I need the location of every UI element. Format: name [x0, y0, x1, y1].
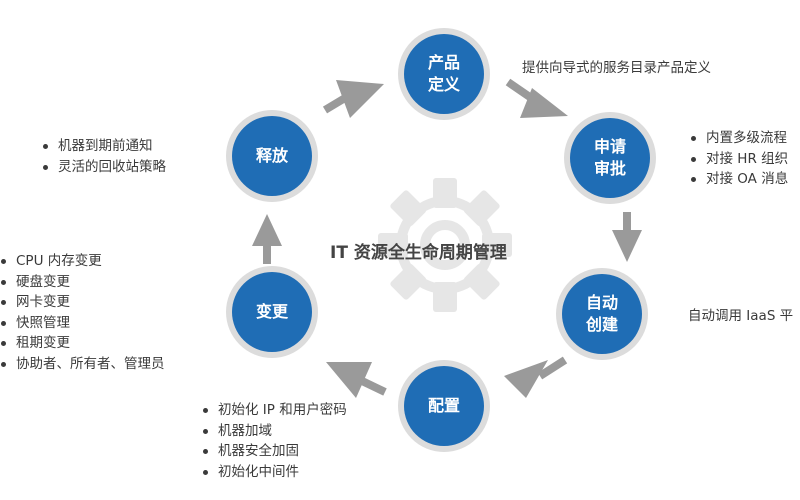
list-item: 对接 OA 消息: [688, 169, 788, 190]
flow-arrows: [252, 78, 642, 398]
list-item: 灵活的回收站策略: [40, 157, 166, 178]
list-item: 租期变更: [0, 333, 165, 354]
note-apply-approve: 内置多级流程 对接 HR 组织 对接 OA 消息: [688, 128, 788, 190]
list-item: 快照管理: [0, 313, 165, 334]
note-product-define: 提供向导式的服务目录产品定义: [522, 60, 711, 76]
list-item: 内置多级流程: [688, 128, 788, 149]
node-auto-create-label: 自动 创建: [562, 274, 642, 354]
node-configure: 配置: [398, 360, 490, 452]
note-auto-create: 自动调用 IaaS 平: [688, 308, 794, 324]
center-title: IT 资源全生命周期管理: [330, 243, 507, 263]
node-product-define-label: 产品 定义: [404, 34, 484, 114]
arrow-approve-to-create: [612, 212, 642, 262]
note-release: 机器到期前通知 灵活的回收站策略: [40, 136, 166, 177]
node-change-label: 变更: [232, 272, 312, 352]
list-item: 硬盘变更: [0, 272, 165, 293]
list-item: 机器加域: [200, 421, 347, 442]
arrow-create-to-configure: [504, 356, 568, 398]
node-release-label: 释放: [232, 116, 312, 196]
arrow-define-to-approve: [505, 78, 568, 118]
note-change: CPU 内存变更 硬盘变更 网卡变更 快照管理 租期变更 协助者、所有者、管理员: [0, 251, 165, 374]
list-item: 协助者、所有者、管理员: [0, 354, 165, 375]
list-item: 网卡变更: [0, 292, 165, 313]
gear-icon: [378, 178, 512, 312]
list-item: 对接 HR 组织: [688, 149, 788, 170]
note-configure: 初始化 IP 和用户密码 机器加域 机器安全加固 初始化中间件: [200, 400, 347, 482]
list-item: 机器到期前通知: [40, 136, 166, 157]
arrow-release-to-define: [322, 80, 384, 118]
node-auto-create: 自动 创建: [556, 268, 648, 360]
node-apply-approve: 申请 审批: [564, 112, 656, 204]
list-item: 初始化 IP 和用户密码: [200, 400, 347, 421]
list-item: 机器安全加固: [200, 441, 347, 462]
arrow-configure-to-change: [326, 362, 387, 398]
list-item: 初始化中间件: [200, 462, 347, 483]
list-item: CPU 内存变更: [0, 251, 165, 272]
node-configure-label: 配置: [404, 366, 484, 446]
arrow-change-to-release: [252, 214, 282, 264]
node-apply-approve-label: 申请 审批: [570, 118, 650, 198]
node-release: 释放: [226, 110, 318, 202]
node-change: 变更: [226, 266, 318, 358]
node-product-define: 产品 定义: [398, 28, 490, 120]
